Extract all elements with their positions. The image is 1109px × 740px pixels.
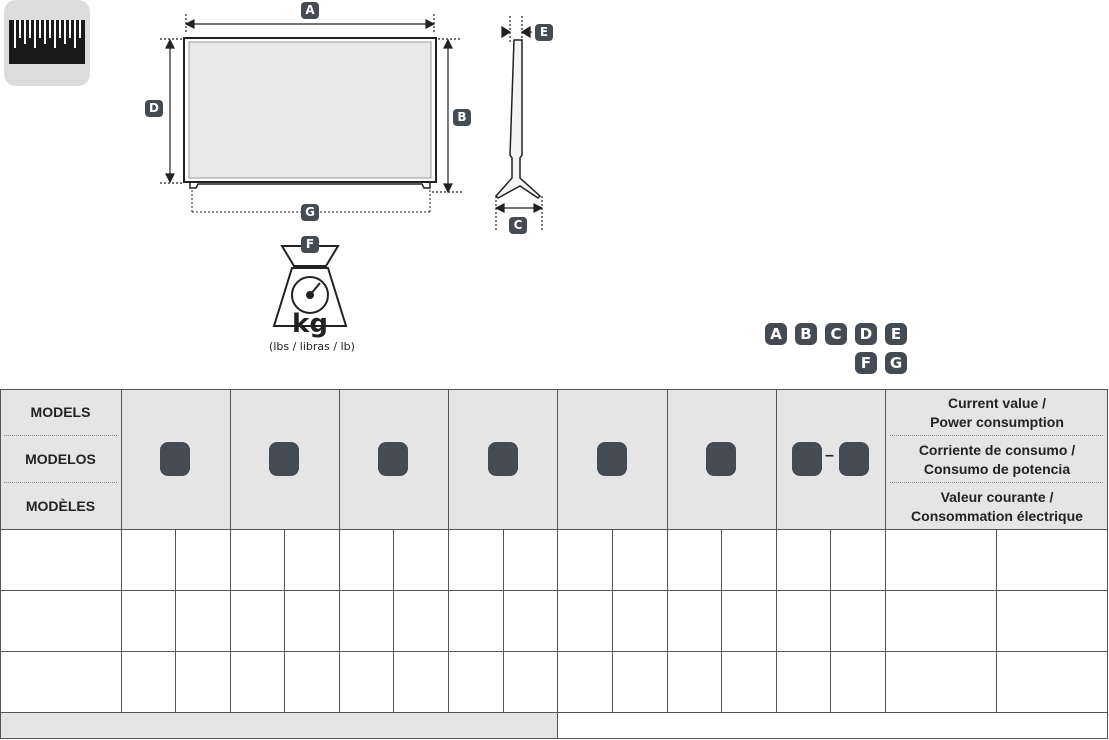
current-value-label-es: Corriente de consumo / Consumo de potenc… (918, 442, 1076, 477)
label-g-badge: G (301, 204, 319, 221)
model-chip (488, 442, 518, 476)
model-chip (269, 442, 299, 476)
dimension-d-arrow (160, 38, 182, 184)
model-chip (160, 442, 190, 476)
tv-dimension-diagram: kg (160, 14, 544, 339)
weight-unit: kg (292, 309, 328, 339)
models-label-en: MODELS (30, 404, 91, 420)
weight-unit-caption: (lbs / libras / lb) (269, 340, 355, 353)
label-d-badge: D (145, 100, 163, 117)
model-chip-to (839, 442, 869, 476)
model-chip (597, 442, 627, 476)
model-chip-from (792, 442, 822, 476)
dimension-e-arrow (501, 16, 532, 44)
legend-f-badge: F (855, 352, 877, 374)
tv-front-outline (183, 37, 437, 189)
label-c-badge: C (509, 217, 527, 234)
dimension-c-arrow (494, 196, 544, 230)
label-e-badge: E (535, 24, 553, 41)
legend-c-badge: C (825, 323, 847, 345)
ruler-icon (4, 0, 90, 86)
current-value-label-en: Current value / Power consumption (930, 395, 1064, 430)
label-b-badge: B (453, 109, 471, 126)
label-f-badge: F (301, 236, 319, 253)
current-value-label-fr: Valeur courante / Consommation électriqu… (911, 489, 1083, 524)
model-range-dash: – (825, 447, 834, 464)
tv-side-outline (494, 39, 542, 199)
weight-scale-icon (272, 238, 348, 327)
legend-b-badge: B (795, 323, 817, 345)
models-label-es: MODELOS (25, 451, 96, 467)
model-chip (706, 442, 736, 476)
dimension-a-arrow (184, 14, 436, 34)
models-label-fr: MODÈLES (25, 498, 96, 514)
label-a-badge: A (301, 2, 319, 19)
legend-a-badge: A (765, 323, 787, 345)
table-footer-shaded (0, 712, 557, 739)
legend-d-badge: D (855, 323, 877, 345)
legend-g-badge: G (885, 352, 907, 374)
legend-e-badge: E (885, 323, 907, 345)
spec-table: MODELS MODELOS MODÈLES – Current value /… (0, 389, 1108, 739)
model-chip (378, 442, 408, 476)
dimension-b-arrow (432, 38, 462, 194)
